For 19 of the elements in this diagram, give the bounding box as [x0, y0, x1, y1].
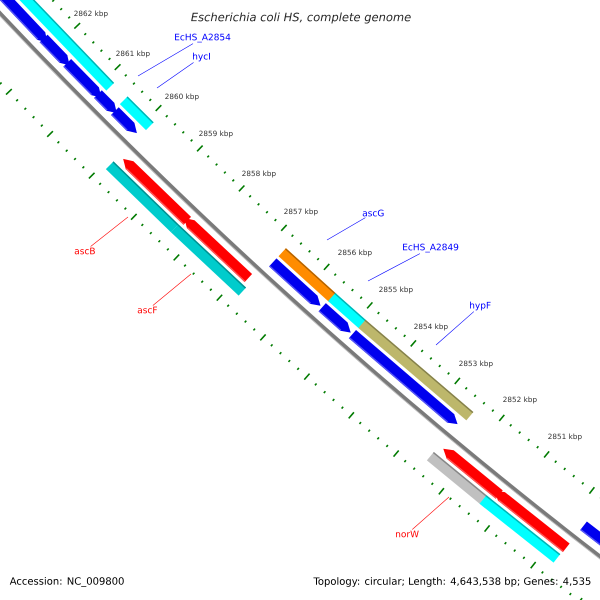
gene-label: ascB — [74, 248, 95, 254]
leader-line — [156, 62, 194, 88]
leader-line — [436, 311, 474, 346]
gene-label: ascF — [138, 306, 158, 314]
title: Escherichia coli HS, complete genome — [191, 12, 411, 24]
leader-line — [90, 216, 128, 247]
accession-text: Accession: NC_009800 — [10, 577, 124, 587]
gene-label: EcHS_A2854 — [175, 34, 230, 42]
gene-label: ascG — [362, 210, 384, 216]
leader-line — [138, 43, 194, 76]
genome-info-text: Topology: circular; Length: 4,643,538 bp; Genes: 4,535 — [313, 577, 590, 587]
gene-label: hycI — [193, 52, 210, 62]
gene-label: hypF — [470, 302, 491, 310]
leader-line — [368, 253, 420, 282]
gene-label: norW — [396, 530, 419, 538]
leader-line — [412, 496, 450, 530]
leader-line — [326, 217, 366, 240]
gene-label: EcHS_A2849 — [403, 244, 458, 252]
leader-line — [152, 274, 192, 306]
